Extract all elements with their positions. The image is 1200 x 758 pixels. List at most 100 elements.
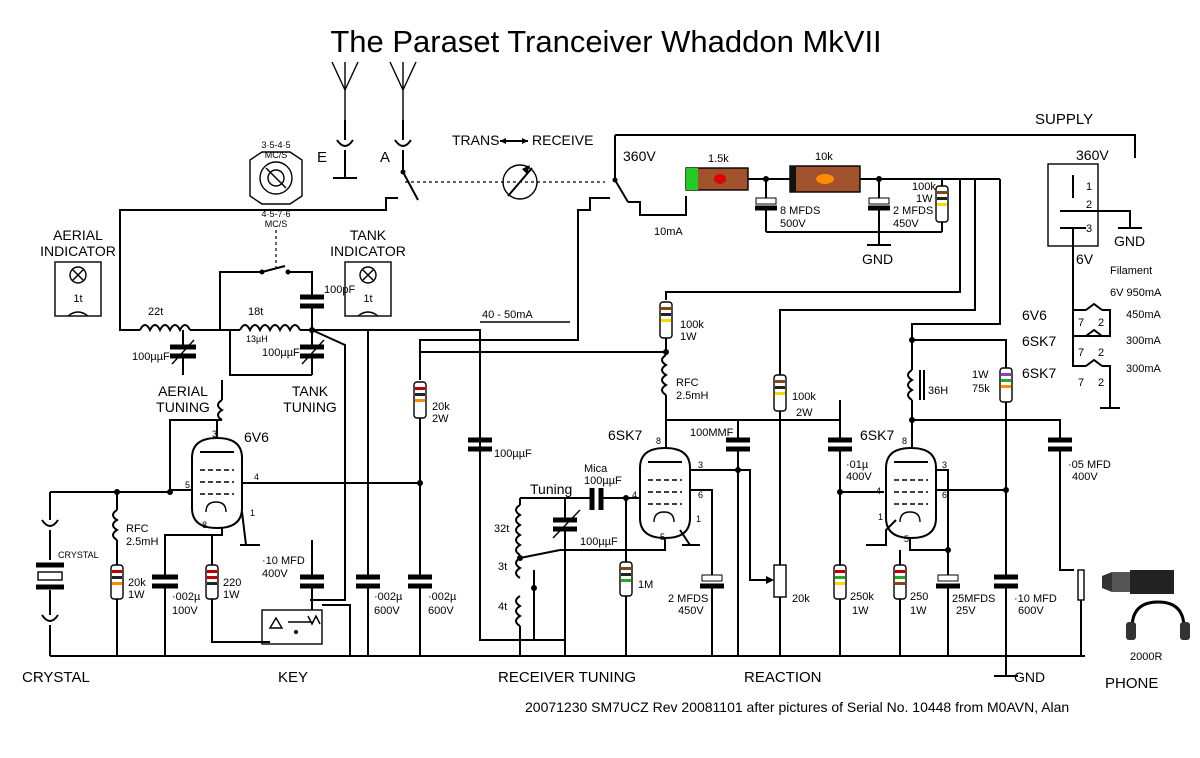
rfc-grid [112,492,119,565]
r-220-label: 220 [223,577,241,589]
resistor-1m [619,498,633,656]
coil-18t-label: 18t [248,306,263,318]
c-10mfd-label: ·10 MFD [262,555,305,567]
pin-v2-5: 5 [660,532,665,542]
aerial-indicator-label-2: INDICATOR [40,243,116,259]
pin-v2-4: 4 [632,490,637,500]
band-switch-wire [219,271,260,330]
resistor-250k [833,564,847,656]
supply-pin2: 2 [1086,199,1092,211]
v1-cathode-wire [164,528,223,575]
filter-gnd [867,232,891,246]
rfc-rx1 [661,354,668,440]
fil-t1-label: 6V6 [1022,307,1047,323]
fil-p2a: 2 [1098,317,1104,329]
rx-rfc-label-1: RFC [676,377,699,389]
footer-credit: 20071230 SM7UCZ Rev 20081101 after pictu… [525,699,1069,715]
mica-label: Mica [584,463,608,475]
rx2-cathode-wire [909,538,948,551]
rx-gnd-label: GND [1014,669,1045,685]
reaction-potentiometer[interactable] [738,469,787,656]
r-15k-label: 1.5k [708,153,729,165]
tuning-label: Tuning [530,481,572,497]
resistor-220-1w [205,535,270,643]
cap-8mfds [755,179,777,232]
mica-capacitor [589,488,640,510]
c-002-volts: 100V [172,605,198,617]
c-25-label: 25MFDS [952,593,995,605]
rfc-label-2: 2.5mH [126,536,158,548]
pot-20k-label: 20k [792,593,810,605]
c-8mfds-volts: 500V [780,218,806,230]
choke-label: 36H [928,385,948,397]
section-phone: PHONE [1105,675,1158,692]
aerial-cap-label: 100µµF [132,351,170,363]
band-switch[interactable] [249,151,303,205]
phone-ohm-label: 2000R [1130,651,1162,663]
r-100k-rx1-label: 100k [680,319,704,331]
crystal-inline-label: CRYSTAL [58,550,99,560]
c-100uuf-label: 100µµF [494,448,532,460]
aerial-coil-22t [139,324,220,333]
tube-rx1-label: 6SK7 [608,427,642,443]
cap-100uuf-coupling [468,330,492,640]
phone-jack[interactable] [1077,569,1174,656]
band-top-label: 3·5-4·5 [261,140,290,150]
pin-v1-4: 4 [254,472,259,482]
pin-v3-5: 5 [904,534,909,544]
coil-32t-label: 32t [494,523,509,535]
morse-key[interactable] [261,609,323,645]
tank-lamp-turns: 1t [363,293,372,305]
c-002c-label: ·002µ [428,591,457,603]
section-crystal: CRYSTAL [22,669,90,686]
resistor-20k-1w [110,564,124,656]
c-100mmf-label: 100MMF [690,427,734,439]
plate-choke-6v6 [217,380,224,421]
resistor-100k-2w [773,374,787,565]
pin-v3-3: 3 [942,460,947,470]
c-8mfds-label: 8 MFDS [780,205,820,217]
rx2-plate-wire [912,419,1061,438]
r-100k2w-label: 100k [792,391,816,403]
fil-t2-label: 6SK7 [1022,333,1056,349]
receiver-coil [515,498,522,656]
c-10mfd600-label: ·10 MFD [1014,593,1057,605]
pin-v3-4: 4 [876,486,881,496]
r-250-label: 250 [910,591,928,603]
coil-4t-label: 4t [498,601,507,613]
r-20k-watts: 1W [128,589,145,601]
tube-rx2-label: 6SK7 [860,427,894,443]
r-250k-label: 250k [850,591,874,603]
supply-hv-label: 360V [1076,147,1109,163]
hv-switch-contacts [419,134,1136,380]
c-05-volts: 400V [1072,471,1098,483]
band-bottom-unit: MC/S [265,219,288,229]
tank-tuning-capacitor[interactable] [300,330,325,375]
tank-coil-18t [220,324,315,333]
plate-choke-36h [907,340,925,440]
section-reaction: REACTION [744,669,822,686]
supply-gnd-label: GND [1114,233,1145,249]
supply-lv-label: 6V [1076,251,1094,267]
tank-return-wire [229,330,312,376]
tube-6v6-label: 6V6 [244,429,269,445]
bplus-reaction-wire [779,179,976,375]
pin-v1-8: 8 [202,520,207,530]
c-2mfds-label: 2 MFDS [893,205,933,217]
resistor-75k [999,367,1013,575]
aerial-lamp-turns: 1t [73,293,82,305]
pin-v3-1: 1 [878,512,883,522]
aerial-tuning-capacitor[interactable] [170,330,196,375]
interstage-wire [738,400,841,421]
r-100k-rx1-watts: 1W [680,331,697,343]
current-40-50ma: 40 - 50mA [482,309,533,321]
tank-cap-label: 100µµF [262,347,300,359]
aerial-indicator-label-1: AERIAL [53,227,103,243]
r-100k-bleeder-watts: 1W [916,193,933,205]
aerial-tuning-label-1: AERIAL [158,383,208,399]
tank-indicator-lamp [344,261,392,317]
receiver-tuning-capacitor[interactable] [552,498,581,656]
c-002-label: ·002µ [172,591,201,603]
earth-label: E [317,149,327,166]
